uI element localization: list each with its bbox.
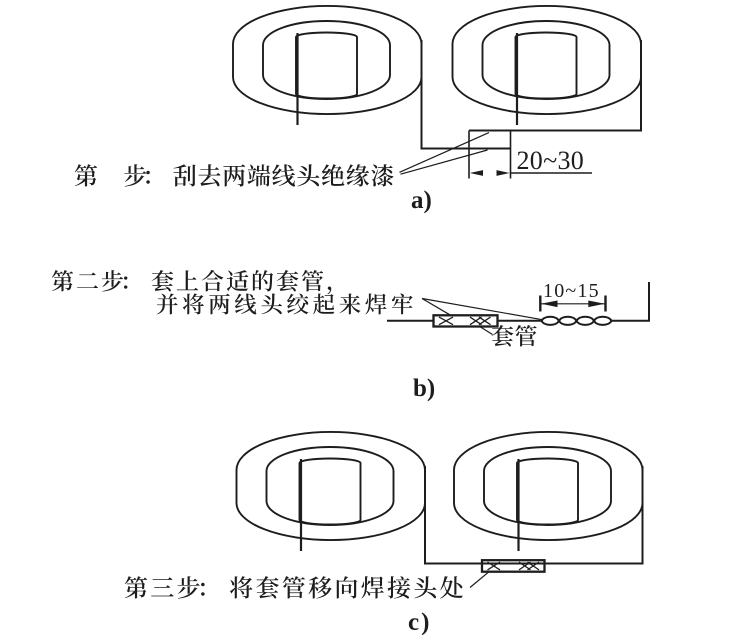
svg-text:b): b) bbox=[413, 375, 435, 402]
svg-text:c): c) bbox=[408, 609, 431, 635]
svg-text:20~30: 20~30 bbox=[517, 146, 585, 175]
svg-text:a): a) bbox=[411, 187, 432, 214]
svg-text:10~15: 10~15 bbox=[543, 280, 600, 302]
